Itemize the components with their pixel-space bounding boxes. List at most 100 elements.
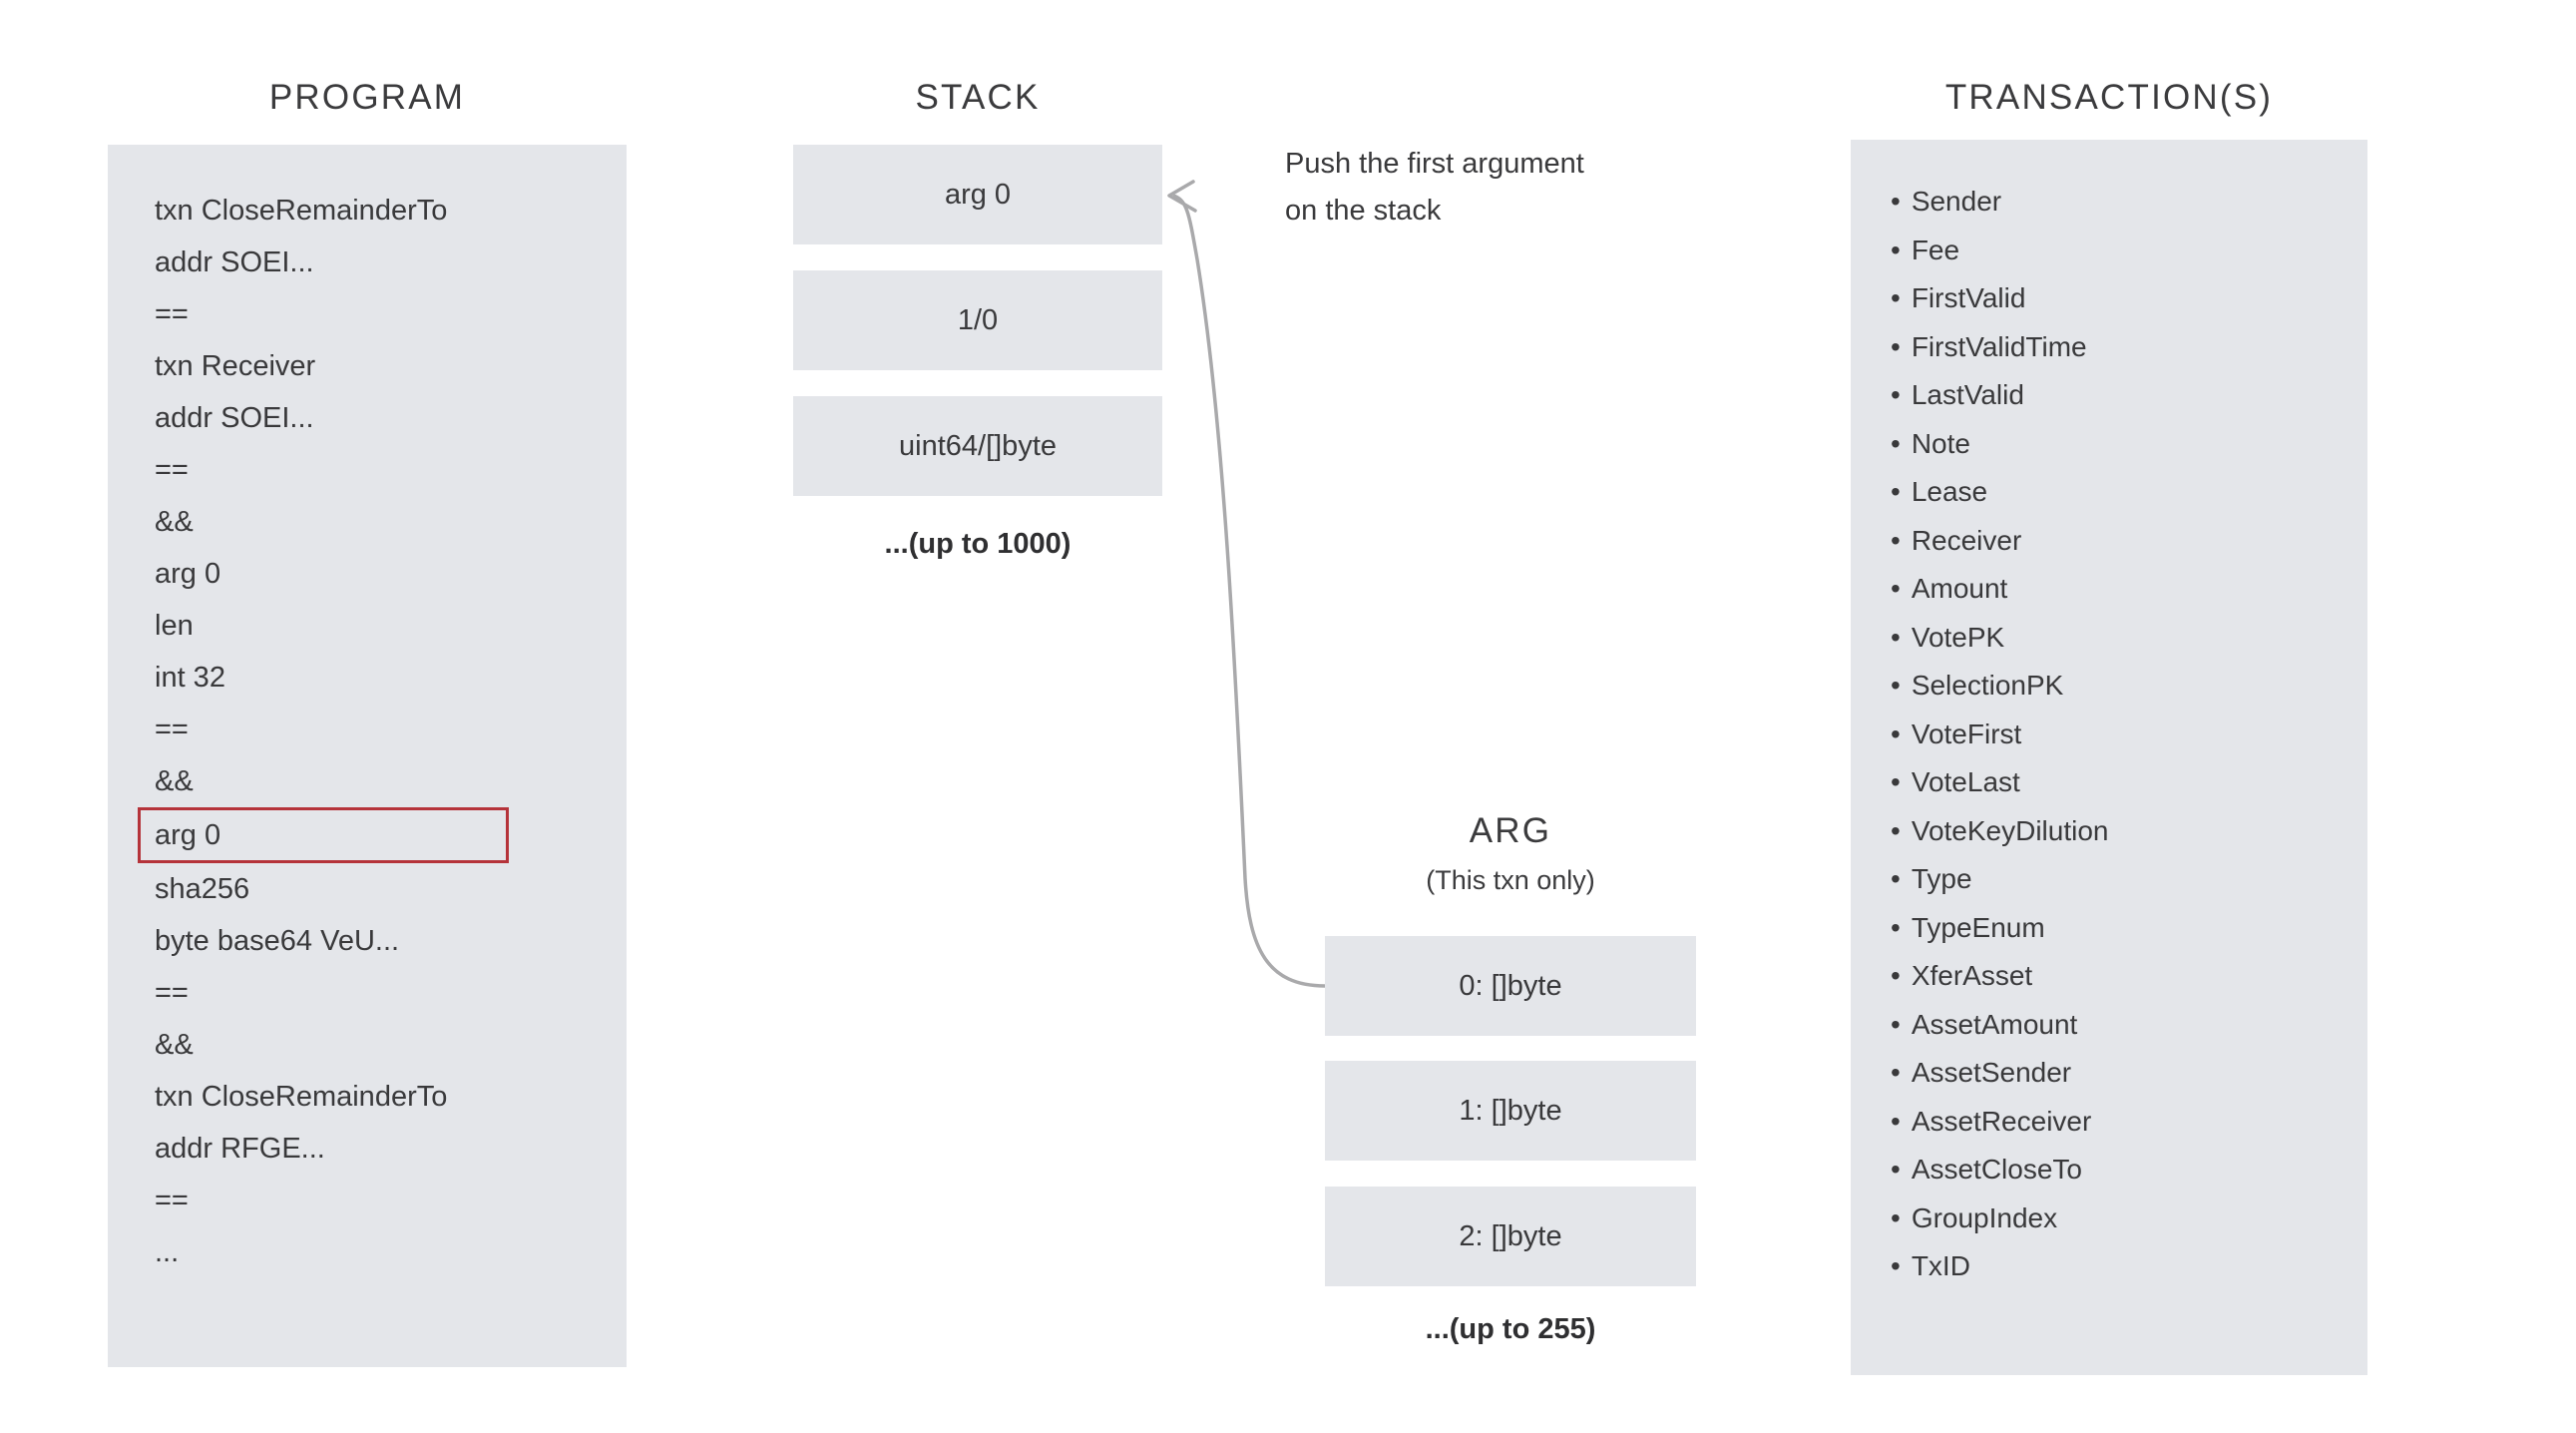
bullet-icon: • (1891, 427, 1901, 459)
transaction-field-label: AssetReceiver (1911, 1105, 2092, 1137)
transaction-field-item: • AssetReceiver (1891, 1098, 2360, 1147)
bullet-icon: • (1891, 621, 1901, 653)
transaction-field-label: TypeEnum (1911, 911, 2045, 943)
push-argument-annotation-line-1: Push the first argument (1285, 148, 1584, 180)
transaction-field-label: VotePK (1911, 621, 2005, 653)
transaction-field-item: • AssetCloseTo (1891, 1146, 2360, 1194)
bullet-icon: • (1891, 814, 1901, 846)
transaction-field-item: • Fee (1891, 227, 2360, 275)
transaction-field-item: • FirstValidTime (1891, 323, 2360, 372)
bullet-icon: • (1891, 1154, 1901, 1185)
transaction-field-item: • Amount (1891, 565, 2360, 614)
program-line: && (155, 1029, 194, 1061)
program-panel (108, 145, 627, 1367)
transaction-field-item: •Sender (1891, 178, 2360, 227)
program-line: sha256 (155, 873, 250, 905)
bullet-icon: • (1891, 186, 1901, 217)
transaction-field-item: • TxID (1891, 1242, 2360, 1291)
transaction-field-label: VoteLast (1911, 766, 2020, 797)
transaction-field-label: VoteKeyDilution (1911, 814, 2109, 846)
transaction-field-label: FirstValidTime (1911, 330, 2087, 362)
bullet-icon: • (1891, 960, 1901, 991)
arg-cell-1: 1: []byte (1325, 1061, 1696, 1161)
transaction-field-item: • AssetSender (1891, 1049, 2360, 1098)
bullet-icon: • (1891, 330, 1901, 362)
program-line: txn Receiver (155, 350, 316, 382)
transaction-field-item: •Lease (1891, 468, 2360, 517)
bullet-icon: • (1891, 911, 1901, 943)
program-line: && (155, 506, 194, 538)
arg-column-subtitle: (This txn only) (1426, 865, 1595, 895)
program-line: txn CloseRemainderTo (155, 195, 448, 227)
bullet-icon: • (1891, 282, 1901, 313)
arg-cell-0: 0: []byte (1325, 936, 1696, 1036)
bullet-icon: • (1891, 476, 1901, 507)
transaction-field-item: • VoteKeyDilution (1891, 807, 2360, 856)
transaction-field-item: • AssetAmount (1891, 1001, 2360, 1050)
program-line: byte base64 VeU... (155, 925, 400, 957)
stack-more-caption: ...(up to 1000) (884, 528, 1072, 560)
transaction-field-label: TxID (1911, 1250, 1970, 1281)
bullet-icon: • (1891, 766, 1901, 797)
program-line: len (155, 610, 194, 642)
stack-column-title: STACK (915, 78, 1041, 117)
bullet-icon: • (1891, 524, 1901, 556)
transaction-field-label: FirstValid (1911, 282, 2026, 313)
transaction-field-label: VoteFirst (1911, 717, 2022, 749)
arg-more-caption: ...(up to 255) (1425, 1313, 1596, 1345)
program-line: int 32 (155, 662, 225, 694)
program-line: == (155, 977, 189, 1009)
transaction-field-label: Type (1911, 863, 1972, 894)
bullet-icon: • (1891, 717, 1901, 749)
transaction-field-label: Receiver (1911, 524, 2022, 556)
program-line: == (155, 298, 189, 330)
bullet-icon: • (1891, 1008, 1901, 1040)
transaction-field-item: • Type (1891, 855, 2360, 904)
program-listing: txn CloseRemainderTo addr SOEI... == txn Re… (138, 185, 624, 1278)
bullet-icon: • (1891, 234, 1901, 265)
arg-column-title: ARG (1469, 811, 1552, 850)
program-column-title: PROGRAM (268, 78, 466, 117)
program-line: == (155, 454, 189, 486)
program-line: addr SOEI... (155, 246, 314, 278)
program-line: && (155, 765, 194, 797)
bullet-icon: • (1891, 670, 1901, 701)
transaction-field-label: XferAsset (1911, 960, 2033, 991)
bullet-icon: • (1891, 1250, 1901, 1281)
transaction-field-label: Amount (1911, 573, 2008, 604)
program-line-highlighted: arg 0 (138, 807, 509, 863)
transaction-field-item: • SelectionPK (1891, 662, 2360, 711)
transaction-field-label: Fee (1911, 234, 1960, 265)
transaction-field-label: AssetCloseTo (1911, 1154, 2082, 1185)
arg-cell-2: 2: []byte (1325, 1187, 1696, 1286)
transaction-field-item: • VotePK (1891, 614, 2360, 663)
program-line: == (155, 714, 189, 745)
transactions-panel (1851, 140, 2367, 1375)
transaction-field-item: • Receiver (1891, 517, 2360, 566)
transaction-field-item: • FirstValid (1891, 274, 2360, 323)
stack-cell-1: 1/0 (793, 270, 1162, 370)
program-line: txn CloseRemainderTo (155, 1081, 448, 1113)
stack-cell-0: arg 0 (793, 145, 1162, 244)
bullet-icon: • (1891, 1105, 1901, 1137)
program-line: addr SOEI... (155, 402, 314, 434)
transaction-field-label: SelectionPK (1911, 670, 2064, 701)
program-line: addr RFGE... (155, 1133, 325, 1165)
bullet-icon: • (1891, 863, 1901, 894)
program-line: ... (155, 1236, 180, 1268)
program-line: arg 0 (155, 558, 221, 590)
transaction-field-label: AssetAmount (1911, 1008, 2078, 1040)
transaction-field-item: •Note (1891, 420, 2360, 469)
bullet-icon: • (1891, 1057, 1901, 1088)
transactions-column-title: TRANSACTION(S) (1944, 78, 2274, 117)
bullet-icon: • (1891, 379, 1901, 410)
transaction-field-item: • VoteFirst (1891, 711, 2360, 759)
transaction-field-item: •LastValid (1891, 371, 2360, 420)
transaction-field-item: • TypeEnum (1891, 904, 2360, 953)
transaction-field-label: GroupIndex (1911, 1201, 2058, 1233)
transaction-field-label: AssetSender (1911, 1057, 2072, 1088)
transaction-fields-list: •Sender•Fee•FirstValid•FirstValidTime•La… (1891, 178, 2360, 1291)
program-line: == (155, 1185, 189, 1216)
transaction-field-item: • VoteLast (1891, 758, 2360, 807)
bullet-icon: • (1891, 573, 1901, 604)
